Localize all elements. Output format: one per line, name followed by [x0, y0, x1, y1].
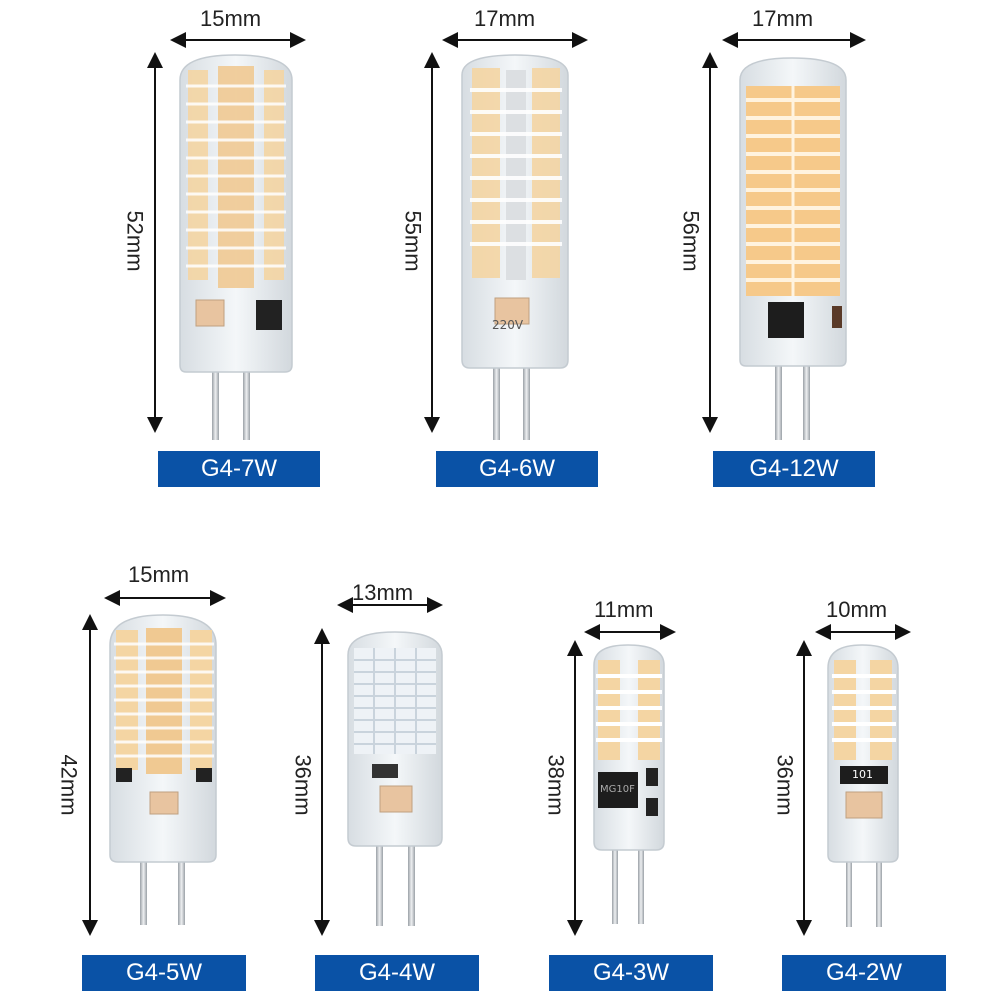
height-label-g4-4w: 36mm [290, 754, 316, 816]
model-label-g4-12w: G4-12W [713, 451, 875, 487]
model-label-g4-3w: G4-3W [549, 955, 713, 991]
chip-text-g4-3w: MG10F [600, 784, 635, 795]
bulb-g4-4w [314, 597, 443, 936]
bulb-g4-2w [796, 624, 911, 936]
led-array-g4-4w [354, 648, 436, 754]
height-label-g4-2w: 36mm [772, 754, 798, 816]
height-label-g4-7w: 52mm [122, 210, 148, 272]
led-array-g4-12w [746, 86, 840, 296]
width-label-g4-3w: 11mm [594, 597, 654, 622]
width-label-g4-5w: 15mm [128, 562, 190, 587]
led-array-g4-3w [596, 660, 662, 760]
chip-text-g4-2w: 101 [852, 768, 873, 781]
chip-text-g4-6w: 220V [492, 318, 524, 332]
led-array-g4-5w [114, 628, 214, 774]
model-label-g4-4w: G4-4W [315, 955, 479, 991]
led-array-g4-7w [186, 66, 286, 288]
width-label-g4-2w: 10mm [826, 597, 888, 622]
bulb-g4-5w [82, 590, 226, 936]
model-label-g4-7w: G4-7W [158, 451, 320, 487]
model-label-g4-2w: G4-2W [782, 955, 946, 991]
width-label-g4-7w: 15mm [200, 6, 262, 31]
bulb-g4-6w [424, 32, 588, 440]
bulb-g4-12w [702, 32, 866, 440]
height-label-g4-5w: 42mm [56, 754, 82, 816]
height-label-g4-6w: 55mm [400, 210, 426, 272]
model-label-g4-5w: G4-5W [82, 955, 246, 991]
width-label-g4-4w: 13mm [352, 580, 414, 605]
bulb-g4-3w [567, 624, 676, 936]
width-label-g4-12w: 17mm [752, 6, 814, 31]
bulb-g4-7w [147, 32, 306, 440]
height-label-g4-12w: 56mm [678, 210, 704, 272]
led-array-g4-2w [832, 660, 896, 760]
led-array-g4-6w [470, 68, 562, 280]
width-label-g4-6w: 17mm [474, 6, 536, 31]
height-label-g4-3w: 38mm [543, 754, 569, 816]
model-label-g4-6w: G4-6W [436, 451, 598, 487]
